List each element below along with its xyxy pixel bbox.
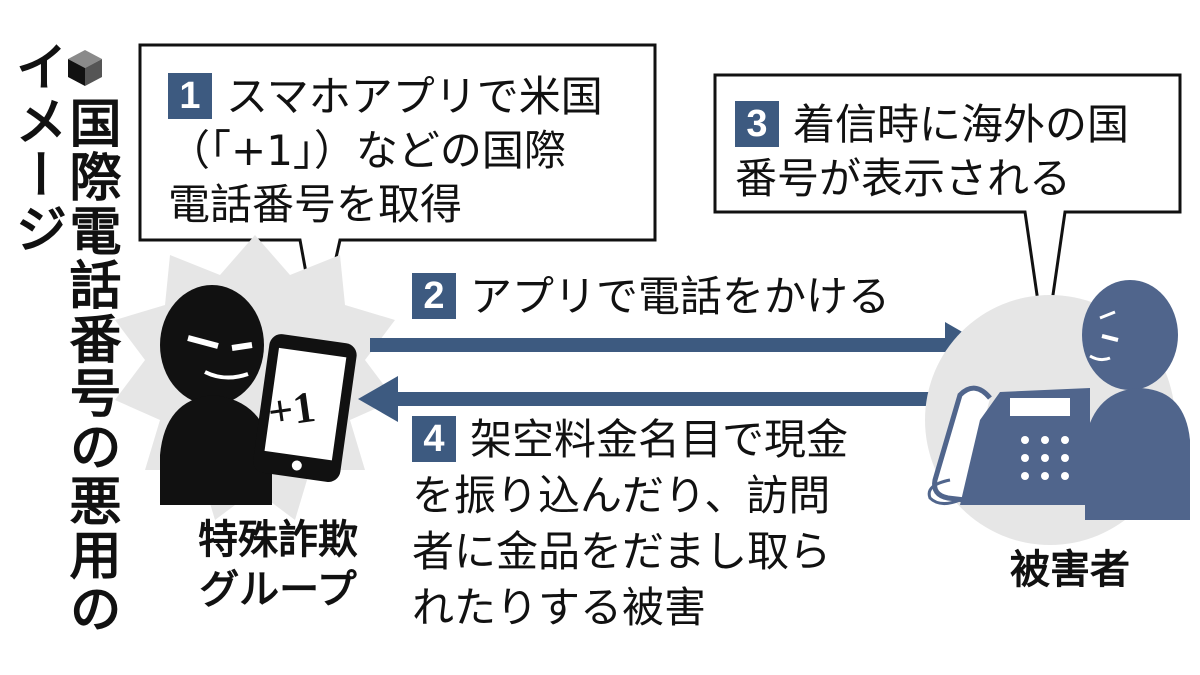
- fraud-group-line-2: グループ: [199, 567, 357, 613]
- step-4-line-3: 者に金品をだまし取ら: [412, 527, 832, 576]
- step-1-badge: 1: [168, 73, 212, 119]
- title-main: 国際電話番号の悪用の: [60, 96, 120, 636]
- step-2-text: アプリで電話をかける: [470, 272, 891, 321]
- phone-display-number: +1: [264, 381, 319, 438]
- step-2-badge: 2: [412, 273, 456, 319]
- step-3-badge: 3: [735, 101, 779, 147]
- callout-3-line-2: 番号が表示される: [735, 154, 1072, 203]
- title-sub: イメージ: [6, 40, 66, 256]
- fraud-group-label: 特殊詐欺 グループ: [158, 515, 398, 615]
- fraud-figure: [160, 285, 272, 505]
- cube-icon: [68, 50, 102, 86]
- callout-bubble-3: [713, 73, 1182, 351]
- victim-label: 被害者: [1010, 547, 1130, 593]
- callout-1-line-2: （「+1」）などの国際: [168, 126, 566, 175]
- step-4-badge: 4: [412, 416, 456, 462]
- arrow-left-icon: [358, 376, 967, 422]
- callout-1-line-3: 電話番号を取得: [168, 180, 463, 229]
- step-4-line-2: を振り込んだり、訪問: [412, 471, 831, 520]
- desk-phone-icon: [927, 385, 1090, 505]
- title-column: 国際電話番号の悪用の イメージ: [6, 40, 130, 660]
- fraud-group-line-1: 特殊詐欺: [198, 517, 358, 563]
- step-2-label: 2 アプリで電話をかける: [412, 270, 890, 324]
- smartphone-icon: [253, 334, 357, 482]
- victim-figure: [1082, 280, 1190, 520]
- step-4-line-4: れたりする被害: [412, 583, 707, 632]
- arrow-right-icon: [370, 322, 985, 368]
